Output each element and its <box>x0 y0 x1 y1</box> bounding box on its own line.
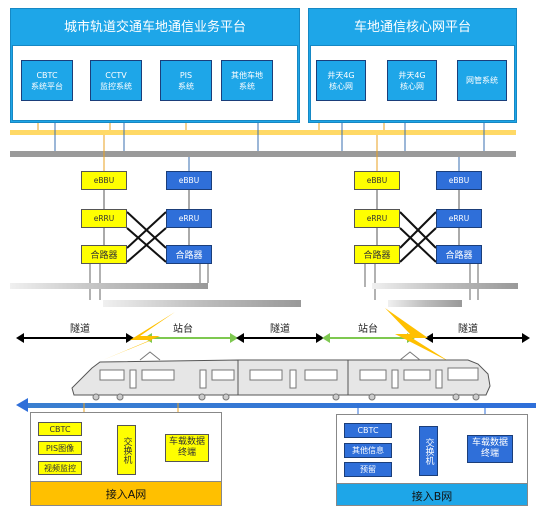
orange-backbone <box>10 130 516 135</box>
ebbu-a-left: eBBU <box>81 171 127 190</box>
network-b-switch: 交换机 <box>419 426 438 476</box>
segment-platform-1: 站台 <box>173 324 193 335</box>
combiner-a-right: 合路器 <box>354 245 400 264</box>
ebbu-b-right: eBBU <box>436 171 482 190</box>
core-network-2: 井天4G 核心网 <box>387 60 437 101</box>
network-a-terminal: 车载数据终端 <box>165 434 209 462</box>
network-management: 网管系统 <box>457 60 507 101</box>
wireless-bolt-left <box>103 312 175 360</box>
segment-tunnel-3: 隧道 <box>458 324 478 335</box>
erru-b-left: eRRU <box>166 209 212 228</box>
network-a-input-pis: PIS图像 <box>38 441 82 455</box>
subsystem-other: 其他车地 系统 <box>221 60 273 101</box>
network-b-input-other: 其他信息 <box>344 443 392 458</box>
network-b-input-reserved: 预留 <box>344 462 392 477</box>
segment-platform-2: 站台 <box>358 324 378 335</box>
network-a-footer <box>30 482 222 506</box>
subsystem-cctv: CCTV 监控系统 <box>90 60 142 101</box>
network-b-title: 接入B网 <box>411 490 453 503</box>
erru-a-left: eRRU <box>81 209 127 228</box>
network-a-input-cbtc: CBTC <box>38 422 82 436</box>
wireless-bolt-right <box>385 308 450 362</box>
network-b-input-cbtc: CBTC <box>344 423 392 438</box>
segment-tunnel-1: 隧道 <box>70 324 90 335</box>
network-b-terminal: 车载数据终端 <box>467 435 513 463</box>
network-a-switch: 交换机 <box>117 425 136 475</box>
network-b-footer <box>336 484 528 506</box>
segment-tunnel-2: 隧道 <box>270 324 290 335</box>
grey-backbone <box>10 151 516 157</box>
network-a-title: 接入A网 <box>105 488 147 501</box>
subsystem-cbtc: CBTC 系统平台 <box>21 60 73 101</box>
combiner-b-left: 合路器 <box>166 245 212 264</box>
erru-b-right: eRRU <box>436 209 482 228</box>
core-network-1: 井天4G 核心网 <box>316 60 366 101</box>
subsystem-pis: PIS 系统 <box>160 60 212 101</box>
combiner-b-right: 合路器 <box>436 245 482 264</box>
erru-a-right: eRRU <box>354 209 400 228</box>
ebbu-a-right: eBBU <box>354 171 400 190</box>
business-platform-title: 城市轨道交通车地通信业务平台 <box>63 20 246 35</box>
network-a-input-video: 视频监控 <box>38 461 82 475</box>
ebbu-b-left: eBBU <box>166 171 212 190</box>
combiner-a-left: 合路器 <box>81 245 127 264</box>
core-platform-title: 车地通信核心网平台 <box>353 20 471 35</box>
